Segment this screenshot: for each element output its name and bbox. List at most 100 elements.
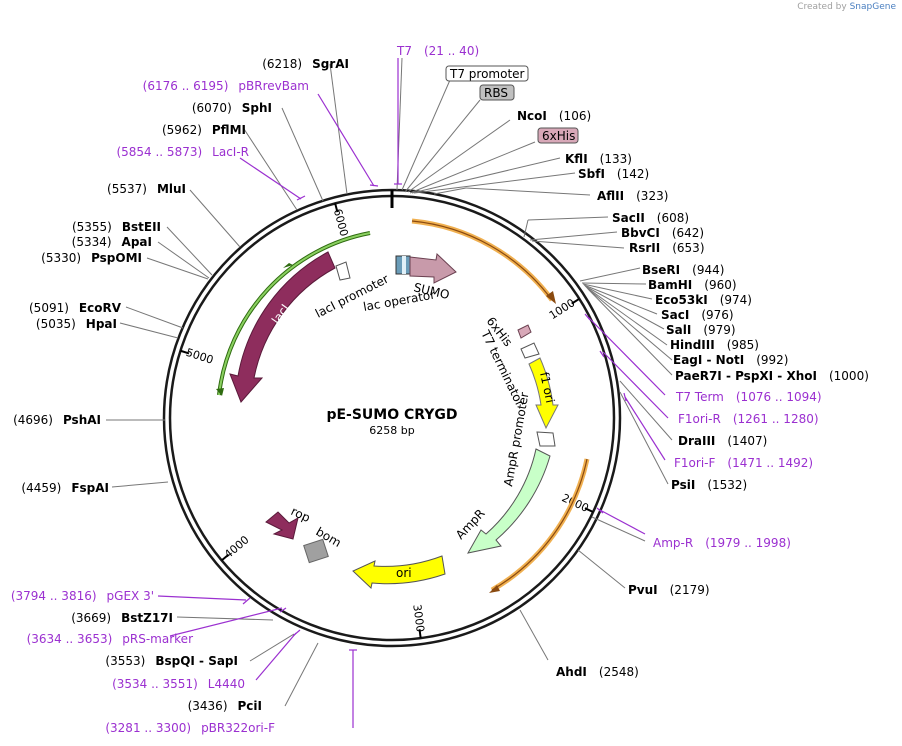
restriction-sites: NcoI(106)KflI(133)SbfI(142)AflII(323)Sac… bbox=[13, 57, 869, 713]
primer-range: (5854 .. 5873) bbox=[116, 145, 202, 159]
primer-name: F1ori-F bbox=[674, 456, 715, 470]
site-name: ApaI bbox=[122, 235, 152, 249]
feature-label-ori: ori bbox=[396, 566, 412, 580]
site-position: (3553) bbox=[105, 654, 145, 668]
site-position: (976) bbox=[701, 308, 733, 322]
primer-name: L4440 bbox=[208, 677, 245, 691]
feature-label-AmpR-promoter: AmpR promoter bbox=[501, 391, 531, 487]
primer-range: (3634 .. 3653) bbox=[27, 632, 113, 646]
site-position: (3669) bbox=[71, 611, 111, 625]
boxed-labels: T7 promoter RBS 6xHis bbox=[445, 65, 579, 144]
primer-range: (1979 .. 1998) bbox=[705, 536, 791, 550]
site-name: PvuI bbox=[628, 583, 658, 597]
site-position: (4696) bbox=[13, 413, 53, 427]
site-name: SacI bbox=[661, 308, 689, 322]
site-name: BseRI bbox=[642, 263, 680, 277]
primer-name: pBRrevBam bbox=[238, 79, 309, 93]
site-position: (1000) bbox=[829, 369, 869, 383]
site-position: (974) bbox=[720, 293, 752, 307]
site-name: EagI - NotI bbox=[673, 353, 744, 367]
site-name: HindIII bbox=[670, 338, 715, 352]
lacI-promoter-feature bbox=[335, 261, 351, 281]
site-name: DraIII bbox=[678, 434, 715, 448]
site-position: (608) bbox=[657, 211, 689, 225]
tick-mark bbox=[571, 297, 580, 305]
primer-name: pRS-marker bbox=[122, 632, 193, 646]
site-name: PshAI bbox=[63, 413, 101, 427]
site-position: (5355) bbox=[72, 220, 112, 234]
site-position: (4459) bbox=[21, 481, 61, 495]
site-name: BstEII bbox=[122, 220, 161, 234]
site-name: SphI bbox=[242, 101, 272, 115]
site-name: PflMI bbox=[212, 123, 246, 137]
6xHis-feature bbox=[517, 324, 532, 339]
site-position: (5537) bbox=[107, 182, 147, 196]
site-name: BamHI bbox=[648, 278, 692, 292]
T7-terminator-feature bbox=[520, 342, 540, 359]
site-name: PsiI bbox=[671, 478, 695, 492]
site-position: (642) bbox=[672, 226, 704, 240]
primer-lines bbox=[157, 58, 669, 728]
site-name: PciI bbox=[238, 699, 263, 713]
tick-label: 6000 bbox=[331, 207, 351, 237]
tick-mark bbox=[584, 507, 594, 513]
site-name: Eco53kI bbox=[655, 293, 708, 307]
AmpR-feature bbox=[467, 448, 551, 554]
label-leader-lines bbox=[106, 57, 673, 707]
primer-range: (6176 .. 6195) bbox=[143, 79, 229, 93]
boxed-label-6xhis: 6xHis bbox=[542, 129, 575, 143]
site-position: (5330) bbox=[41, 251, 81, 265]
site-position: (3436) bbox=[188, 699, 228, 713]
site-position: (5962) bbox=[162, 123, 202, 137]
site-position: (5334) bbox=[72, 235, 112, 249]
site-position: (2179) bbox=[670, 583, 710, 597]
backbone bbox=[162, 188, 622, 648]
site-position: (133) bbox=[600, 152, 632, 166]
tick-mark bbox=[180, 349, 190, 355]
snapgene-credit: Created by SnapGene bbox=[797, 2, 896, 12]
primer-name: T7 bbox=[396, 44, 412, 58]
snapgene-logo: SnapGene bbox=[849, 2, 896, 12]
lacI-feature bbox=[229, 251, 336, 403]
tick-mark bbox=[221, 553, 230, 562]
site-name: SbfI bbox=[578, 167, 605, 181]
site-name: NcoI bbox=[517, 109, 547, 123]
AmpR-promoter-feature bbox=[536, 431, 556, 447]
credit-prefix: Created by bbox=[797, 2, 847, 12]
plasmid-name: pE-SUMO CRYGD bbox=[326, 407, 457, 423]
site-name: SgrAI bbox=[312, 57, 349, 71]
tick-label: 3000 bbox=[410, 604, 427, 633]
site-name: MluI bbox=[157, 182, 186, 196]
site-name: AflII bbox=[597, 189, 624, 203]
boxed-label-t7-promoter: T7 promoter bbox=[449, 67, 525, 81]
primer-range: (1261 .. 1280) bbox=[733, 412, 819, 426]
site-position: (985) bbox=[727, 338, 759, 352]
site-name: SacII bbox=[612, 211, 645, 225]
site-name: FspAI bbox=[71, 481, 109, 495]
site-position: (106) bbox=[559, 109, 591, 123]
site-position: (1407) bbox=[727, 434, 767, 448]
SUMO-feature bbox=[409, 252, 457, 284]
orange-arc-bottom-head bbox=[489, 585, 500, 593]
primer-name: pBR322ori-F bbox=[201, 721, 275, 735]
primer-range: (3534 .. 3551) bbox=[112, 677, 198, 691]
site-position: (960) bbox=[704, 278, 736, 292]
site-name: PspOMI bbox=[91, 251, 142, 265]
features bbox=[216, 218, 590, 593]
primer-labels: T7(21 .. 40)pBRrevBam(6176 .. 6195)LacI-… bbox=[11, 44, 822, 735]
site-name: SalI bbox=[666, 323, 691, 337]
site-position: (2548) bbox=[599, 665, 639, 679]
site-name: BbvCI bbox=[621, 226, 660, 240]
feature-label-f1-ori: f1 ori bbox=[537, 371, 557, 405]
tick-mark bbox=[334, 203, 339, 213]
orange-arc-top-head bbox=[546, 291, 556, 304]
site-name: KflI bbox=[565, 152, 588, 166]
site-position: (979) bbox=[703, 323, 735, 337]
primer-name: T7 Term bbox=[675, 390, 724, 404]
ori-feature bbox=[352, 555, 446, 589]
site-position: (944) bbox=[692, 263, 724, 277]
site-name: RsrII bbox=[629, 241, 660, 255]
tick-label: 4000 bbox=[222, 533, 252, 561]
site-name: BstZ17I bbox=[121, 611, 173, 625]
